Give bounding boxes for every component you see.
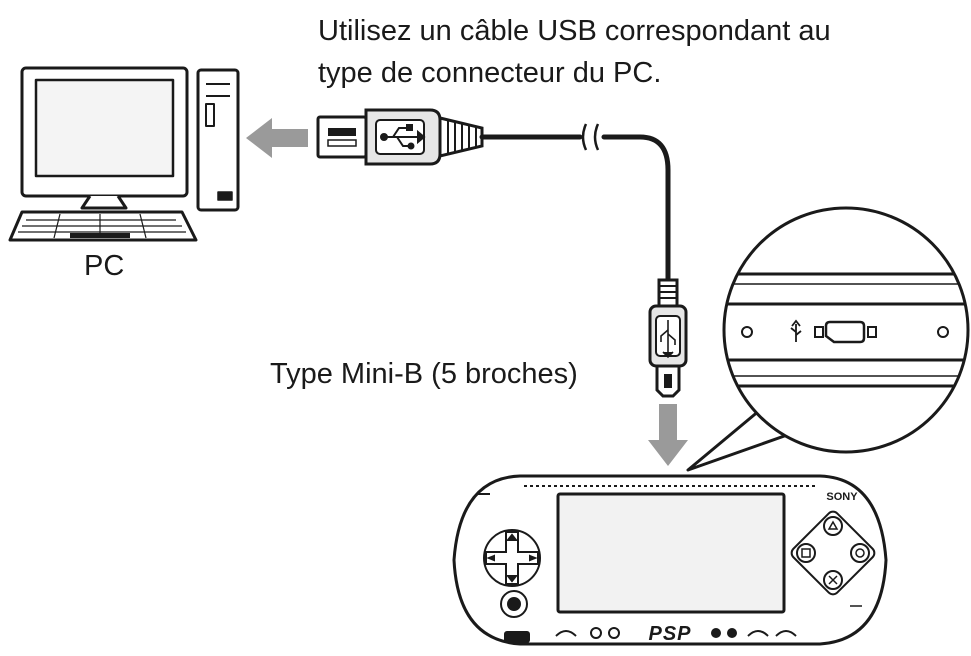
mini-b-label: Type Mini-B (5 broches) — [270, 358, 578, 390]
usb-cable-instruction: Utilisez un câble USB correspondant au t… — [318, 10, 831, 94]
tower — [196, 68, 240, 212]
usb-mini-b-connector — [648, 278, 688, 398]
psp-logo: PSP — [648, 623, 691, 645]
usb-cable — [479, 134, 671, 283]
zoom-callout — [686, 206, 970, 472]
psp-brand: SONY — [826, 491, 858, 503]
cable-break-mark — [581, 123, 600, 151]
psp-analog-stick — [500, 590, 528, 618]
psp-bottom-controls — [504, 627, 797, 643]
keyboard — [8, 210, 198, 242]
instruction-line-2: type de connecteur du PC. — [318, 57, 662, 89]
psp-console-icon — [452, 474, 888, 646]
arrow-down-icon — [648, 404, 688, 466]
instruction-line-1: Utilisez un câble USB correspondant au — [318, 15, 831, 47]
usb-port-icon — [790, 319, 802, 342]
usb-icon — [380, 124, 426, 150]
psp-face-buttons — [790, 510, 876, 596]
desktop-computer-icon — [8, 66, 240, 242]
psp-dpad — [483, 529, 541, 587]
arrow-left-icon — [246, 118, 308, 158]
monitor — [20, 66, 189, 210]
pc-label: PC — [84, 250, 125, 282]
